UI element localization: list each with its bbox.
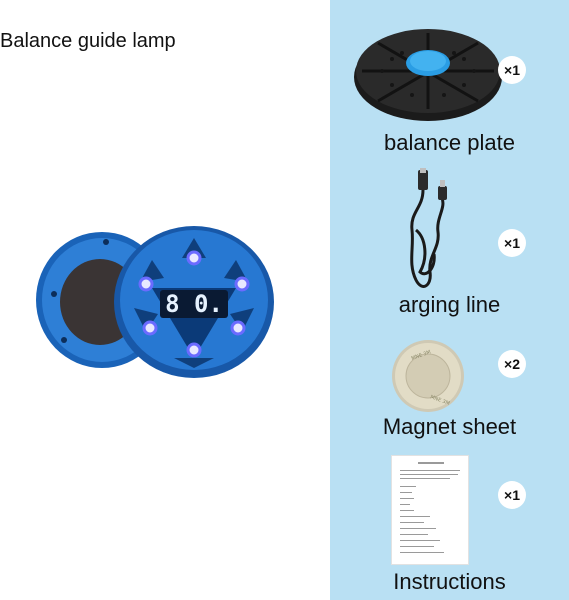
instructions-sheet-image bbox=[391, 455, 469, 565]
instructions-qty: ×1 bbox=[498, 481, 526, 509]
lamp-display-digits: 8 0. bbox=[165, 290, 223, 318]
balance-plate-label: balance plate bbox=[384, 130, 515, 155]
magnet-sheet-label: Magnet sheet bbox=[382, 414, 517, 439]
magnet-sheet-image: MNE 3M MNE 3M bbox=[390, 338, 466, 414]
product-title: Balance guide lamp bbox=[0, 30, 176, 52]
magnet-sheet-qty: ×2 bbox=[498, 350, 526, 378]
left-panel: Balance guide lamp bbox=[0, 30, 274, 392]
instructions-label: Instructions bbox=[393, 569, 506, 594]
balance-guide-lamp-image: 8 0. bbox=[34, 212, 274, 392]
balance-plate-image bbox=[352, 23, 504, 123]
lamp-digital-display bbox=[160, 290, 228, 318]
charging-cable-qty: ×1 bbox=[498, 229, 526, 257]
charging-cable-image bbox=[402, 168, 458, 296]
charging-cable-label: arging line bbox=[398, 292, 501, 317]
balance-plate-qty: ×1 bbox=[498, 56, 526, 84]
package-contents-panel: ×1 balance plate ×1 arging line MNE 3M M… bbox=[330, 0, 569, 600]
